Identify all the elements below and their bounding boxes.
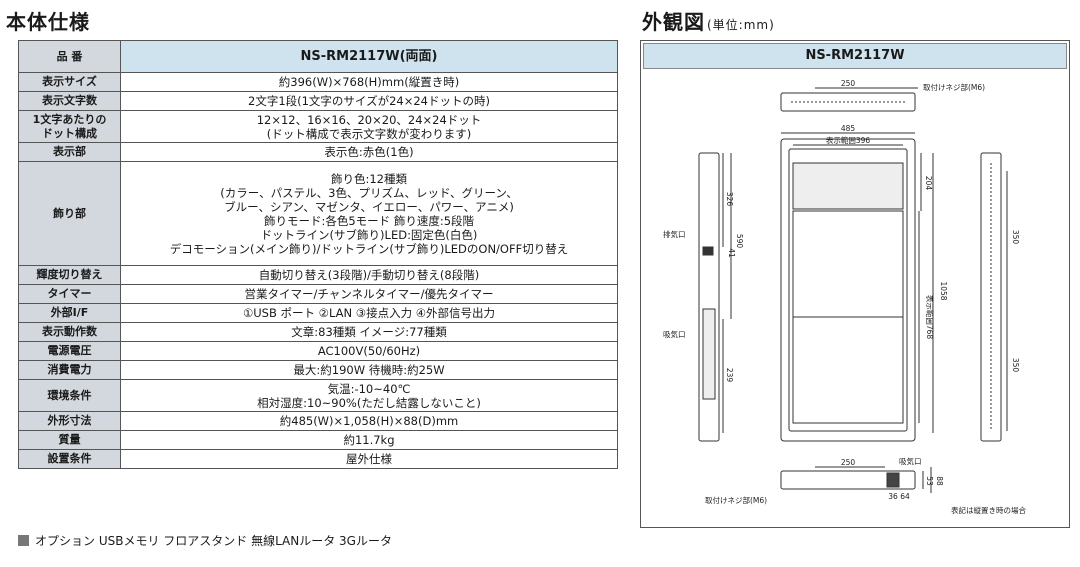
options-line: オプション USBメモリ フロアスタンド 無線LANルータ 3Gルータ xyxy=(18,532,392,549)
row-value: 最大:約190W 待機時:約25W xyxy=(120,360,618,380)
row-value: 12×12、16×16、20×20、24×24ドット (ドット構成で表示文字数が… xyxy=(120,110,618,143)
spec-table: 品 番 NS-RM2117W(両面) 表示サイズ約396(W)×768(H)mm… xyxy=(18,40,618,469)
row-value: 飾り色:12種類 (カラー、パステル、3色、プリズム、レッド、グリーン、 ブルー… xyxy=(120,161,618,266)
dim-label-h204: 204 xyxy=(924,176,933,191)
row-label: 表示文字数 xyxy=(18,91,121,111)
top-view xyxy=(780,92,916,112)
table-row: 品 番 NS-RM2117W(両面) xyxy=(18,40,618,73)
row-value: 屋外仕様 xyxy=(120,449,618,469)
table-row: 表示部表示色:赤色(1色) xyxy=(18,142,618,162)
right-side-view xyxy=(980,152,1002,442)
table-row: 輝度切り替え自動切り替え(3段階)/手動切り替え(8段階) xyxy=(18,265,618,285)
row-value: ①USB ポート ②LAN ③接点入力 ④外部信号出力 xyxy=(120,303,618,323)
table-row: 消費電力最大:約190W 待機時:約25W xyxy=(18,360,618,380)
row-value: 表示色:赤色(1色) xyxy=(120,142,618,162)
options-text: オプション USBメモリ フロアスタンド 無線LANルータ 3Gルータ xyxy=(35,534,392,548)
dim-label-r350b: 350 xyxy=(1011,358,1020,373)
dim-label-intake1: 吸気口 xyxy=(663,329,686,339)
table-row: 表示動作数文章:83種類 イメージ:77種類 xyxy=(18,322,618,342)
table-row: 飾り部飾り色:12種類 (カラー、パステル、3色、プリズム、レッド、グリーン、 … xyxy=(18,161,618,266)
left-side-view xyxy=(698,152,720,442)
dim-label-note: 表記は縦置き時の場合 xyxy=(951,505,1026,515)
dim-label-top-w: 250 xyxy=(841,79,856,88)
dim-label-h590: 590 xyxy=(735,234,744,249)
table-row: タイマー営業タイマー/チャンネルタイマー/優先タイマー xyxy=(18,284,618,304)
dim-label-bot-screw: 取付けネジ部(M6) xyxy=(705,495,767,505)
dim-label-d88: 88 xyxy=(935,476,944,486)
table-row: 設置条件屋外仕様 xyxy=(18,449,618,469)
dim-label-disp-h: 表示範囲768 xyxy=(925,295,935,340)
diagram-drawing: 250 取付けネジ部(M6) 485 表示範囲396 204 1058 表示範囲768 326… xyxy=(663,79,1026,515)
table-row: 表示サイズ約396(W)×768(H)mm(縦置き時) xyxy=(18,72,618,92)
diagram-labels: 250 取付けネジ部(M6) 485 表示範囲396 204 1058 表示範囲768 326… xyxy=(663,79,1026,515)
dim-label-d53: 53 xyxy=(925,476,934,486)
diagram-model-title: NS-RM2117W xyxy=(643,43,1067,69)
dim-label-h41: 41 xyxy=(727,248,736,258)
dim-label-h239: 239 xyxy=(725,368,734,383)
row-label: 外形寸法 xyxy=(18,411,121,431)
deco-area xyxy=(792,162,904,210)
bullet-square-icon xyxy=(18,535,29,546)
row-value: 2文字1段(1文字のサイズが24×24ドットの時) xyxy=(120,91,618,111)
dim-label-h1058: 1058 xyxy=(939,281,948,300)
row-value: 約396(W)×768(H)mm(縦置き時) xyxy=(120,72,618,92)
view-unit: (単位:mm) xyxy=(707,18,775,32)
model-label: 品 番 xyxy=(18,40,121,73)
row-label: 輝度切り替え xyxy=(18,265,121,285)
row-value: 気温:-10~40℃ 相対湿度:10~90%(ただし結露しないこと) xyxy=(120,379,618,412)
row-label: 表示部 xyxy=(18,142,121,162)
table-row: 環境条件気温:-10~40℃ 相対湿度:10~90%(ただし結露しないこと) xyxy=(18,379,618,412)
spec-title: 本体仕様 xyxy=(6,10,90,34)
dim-label-r350a: 350 xyxy=(1011,230,1020,245)
view-title-text: 外観図 xyxy=(642,10,705,34)
row-value: 約11.7kg xyxy=(120,430,618,450)
exterior-diagram: NS-RM2117W xyxy=(640,40,1070,528)
row-label: 飾り部 xyxy=(18,161,121,266)
row-value: 約485(W)×1,058(H)×88(D)mm xyxy=(120,411,618,431)
row-label: 電源電圧 xyxy=(18,341,121,361)
row-label: 表示サイズ xyxy=(18,72,121,92)
dim-label-top-screw: 取付けネジ部(M6) xyxy=(923,82,985,92)
view-title: 外観図(単位:mm) xyxy=(642,6,775,35)
table-row: 質量約11.7kg xyxy=(18,430,618,450)
dim-label-disp-w: 表示範囲396 xyxy=(826,135,871,145)
dim-label-bot-intake: 吸気口 xyxy=(899,456,922,466)
row-label: 1文字あたりの ドット構成 xyxy=(18,110,121,143)
row-label: 設置条件 xyxy=(18,449,121,469)
bottom-view xyxy=(780,470,916,490)
row-value: 自動切り替え(3段階)/手動切り替え(8段階) xyxy=(120,265,618,285)
row-label: 質量 xyxy=(18,430,121,450)
row-label: 消費電力 xyxy=(18,360,121,380)
row-label: 環境条件 xyxy=(18,379,121,412)
dim-label-d64: 64 xyxy=(900,492,910,501)
row-value: 文章:83種類 イメージ:77種類 xyxy=(120,322,618,342)
dim-label-width: 485 xyxy=(841,124,856,133)
row-label: 外部I/F xyxy=(18,303,121,323)
row-label: 表示動作数 xyxy=(18,322,121,342)
row-label: タイマー xyxy=(18,284,121,304)
row-value: 営業タイマー/チャンネルタイマー/優先タイマー xyxy=(120,284,618,304)
table-row: 外形寸法約485(W)×1,058(H)×88(D)mm xyxy=(18,411,618,431)
dim-label-bot-w: 250 xyxy=(841,458,856,467)
dim-label-h326: 326 xyxy=(725,192,734,207)
front-view xyxy=(780,138,916,442)
dim-label-d36: 36 xyxy=(888,492,898,501)
row-value: AC100V(50/60Hz) xyxy=(120,341,618,361)
dim-label-exhaust: 排気口 xyxy=(663,229,686,239)
model-value: NS-RM2117W(両面) xyxy=(120,40,618,73)
